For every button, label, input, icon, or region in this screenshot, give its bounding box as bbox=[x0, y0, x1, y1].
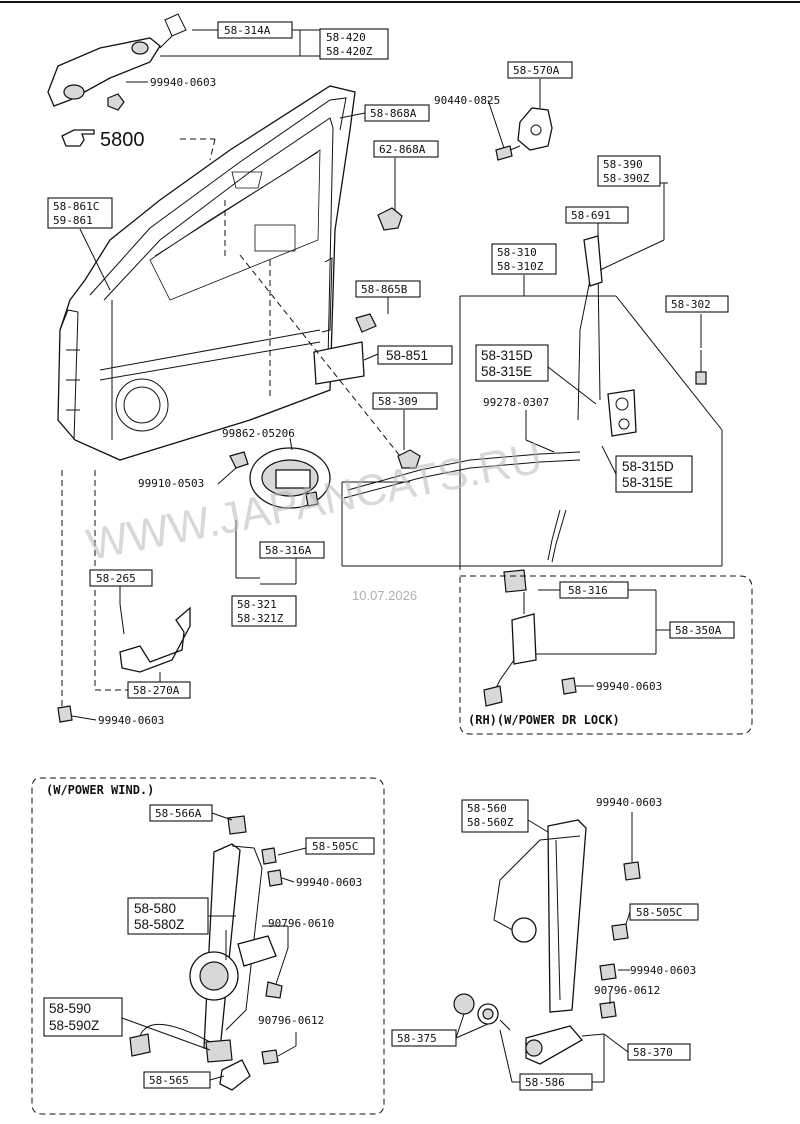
label-58-590: 58-590 bbox=[49, 1001, 91, 1016]
label-58-370: 58-370 bbox=[633, 1046, 673, 1059]
label-58-390: 58-390 bbox=[603, 158, 643, 171]
label-58-560Z: 58-560Z bbox=[467, 816, 514, 829]
ref-5800-text: 5800 bbox=[100, 129, 145, 151]
label-58-270A: 58-270A bbox=[133, 684, 180, 697]
label-58-321Z: 58-321Z bbox=[237, 612, 284, 625]
door-check bbox=[57, 603, 191, 723]
label-99940-0603-d: 99940-0603 bbox=[296, 876, 362, 889]
label-58-586: 58-586 bbox=[525, 1076, 565, 1089]
label-90796-0612-b: 90796-0612 bbox=[594, 984, 660, 997]
section-power-lock: (RH)(W/POWER DR LOCK) bbox=[468, 713, 620, 727]
label-58-691: 58-691 bbox=[571, 209, 611, 222]
label-58-350A: 58-350A bbox=[675, 624, 722, 637]
label-90796-0612-a: 90796-0612 bbox=[258, 1014, 324, 1027]
label-58-865B: 58-865B bbox=[361, 283, 408, 296]
label-58-868A: 58-868A bbox=[370, 107, 417, 120]
power-window-box bbox=[31, 777, 385, 1115]
label-58-566A: 58-566A bbox=[155, 807, 202, 820]
label-90440-0825: 90440-0825 bbox=[434, 94, 500, 107]
outer-handle bbox=[47, 13, 187, 111]
label-58-315D-a: 58-315D bbox=[481, 348, 533, 363]
label-58-315E-a: 58-315E bbox=[481, 364, 532, 379]
manual-regulator bbox=[453, 819, 641, 1065]
label-58-560: 58-560 bbox=[467, 802, 507, 815]
label-58-316A: 58-316A bbox=[265, 544, 312, 557]
label-58-851: 58-851 bbox=[386, 348, 428, 363]
label-58-265: 58-265 bbox=[96, 572, 136, 585]
section-power-window: (W/POWER WIND.) bbox=[46, 783, 154, 797]
label-99862-05206: 99862-05206 bbox=[222, 427, 295, 440]
label-58-310: 58-310 bbox=[497, 246, 537, 259]
label-99940-0603-e: 99940-0603 bbox=[596, 796, 662, 809]
grommet-2 bbox=[397, 449, 421, 469]
label-59-861: 59-861 bbox=[53, 214, 93, 227]
label-58-315E-b: 58-315E bbox=[622, 475, 673, 490]
label-58-310Z: 58-310Z bbox=[497, 260, 544, 273]
labels: 58-314A 58-420 58-420Z 99940-0603 58-570… bbox=[49, 24, 722, 1089]
screw bbox=[695, 371, 707, 385]
label-58-314A: 58-314A bbox=[224, 24, 271, 37]
label-90796-0610: 90796-0610 bbox=[268, 917, 334, 930]
mr-leaders bbox=[455, 812, 633, 1083]
leader-lines bbox=[61, 29, 723, 721]
lock-rods bbox=[343, 235, 637, 563]
power-regulator bbox=[129, 815, 283, 1091]
lock-actuator bbox=[483, 569, 577, 707]
label-58-309: 58-309 bbox=[378, 395, 418, 408]
label-58-315D-b: 58-315D bbox=[622, 459, 674, 474]
label-58-375: 58-375 bbox=[397, 1032, 437, 1045]
label-58-505C-b: 58-505C bbox=[636, 906, 682, 919]
label-58-565: 58-565 bbox=[149, 1074, 189, 1087]
label-58-420Z: 58-420Z bbox=[326, 45, 373, 58]
label-58-321: 58-321 bbox=[237, 598, 277, 611]
label-58-316: 58-316 bbox=[568, 584, 608, 597]
label-58-590Z: 58-590Z bbox=[49, 1018, 99, 1033]
watermark-date: 10.07.2026 bbox=[352, 588, 417, 603]
door-shell bbox=[57, 85, 365, 461]
label-58-580Z: 58-580Z bbox=[134, 917, 184, 932]
ref-5800: 5800 bbox=[61, 129, 145, 151]
label-58-390Z: 58-390Z bbox=[603, 172, 650, 185]
label-58-570A: 58-570A bbox=[513, 64, 560, 77]
label-boxes bbox=[43, 21, 735, 1091]
label-58-420: 58-420 bbox=[326, 31, 366, 44]
label-99910-0503: 99910-0503 bbox=[138, 477, 204, 490]
hinge-bracket bbox=[495, 107, 553, 161]
power-lock-box bbox=[459, 575, 753, 735]
label-99940-0603-b: 99940-0603 bbox=[596, 680, 662, 693]
label-99940-0603-c: 99940-0603 bbox=[98, 714, 164, 727]
pw-leaders bbox=[121, 812, 307, 1081]
label-99940-0603-a: 99940-0603 bbox=[150, 76, 216, 89]
label-58-580: 58-580 bbox=[134, 901, 176, 916]
label-99278-0307: 99278-0307 bbox=[483, 396, 549, 409]
label-62-868A: 62-868A bbox=[379, 143, 426, 156]
inner-handle bbox=[229, 447, 331, 509]
label-58-505C-a: 58-505C bbox=[312, 840, 358, 853]
clip bbox=[355, 313, 377, 333]
label-58-861C: 58-861C bbox=[53, 200, 99, 213]
label-58-302: 58-302 bbox=[671, 298, 711, 311]
label-99940-0603-f: 99940-0603 bbox=[630, 964, 696, 977]
pointing-hand-icon bbox=[61, 129, 95, 147]
grommet bbox=[377, 207, 403, 231]
